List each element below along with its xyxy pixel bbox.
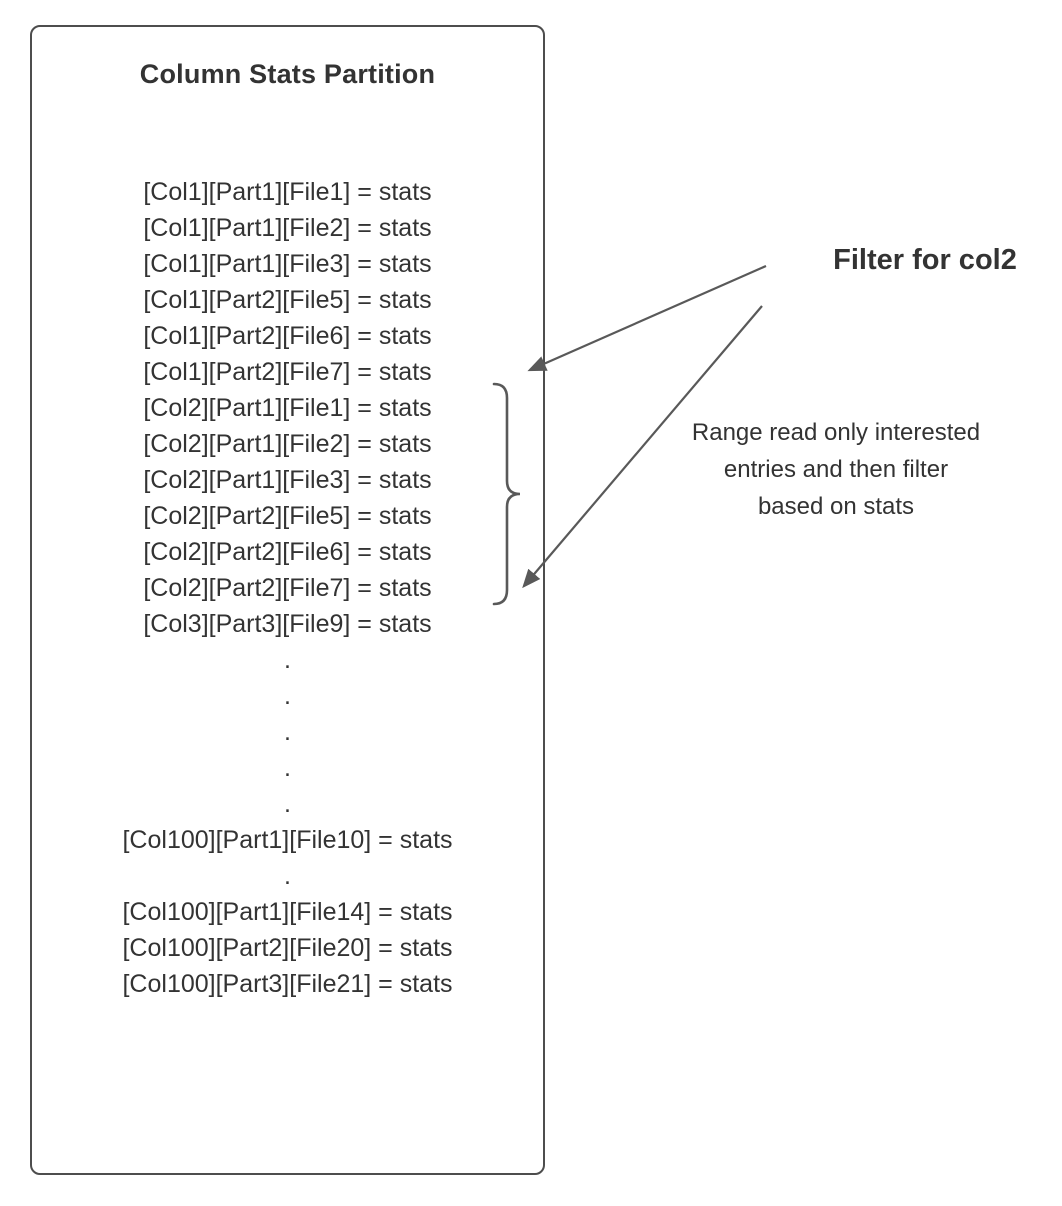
entry-line: [Col1][Part1][File3] = stats — [143, 250, 432, 278]
entry-line: [Col1][Part1][File2] = stats — [143, 214, 432, 242]
ellipsis-line: . — [284, 790, 291, 818]
box-title: Column Stats Partition — [139, 59, 436, 89]
entry-line: [Col2][Part1][File1] = stats — [143, 394, 432, 422]
filter-label: Filter for col2 — [833, 244, 1017, 276]
entry-line: [Col1][Part2][File5] = stats — [143, 286, 432, 314]
ellipsis-line: . — [284, 718, 291, 746]
entry-line: [Col1][Part1][File1] = stats — [143, 178, 432, 206]
entry-line: [Col100][Part3][File21] = stats — [122, 970, 453, 998]
entry-line: [Col1][Part2][File7] = stats — [143, 358, 432, 386]
entry-line: [Col1][Part2][File6] = stats — [143, 322, 432, 350]
entry-list: [Col1][Part1][File1] = stats [Col1][Part1… — [32, 174, 543, 1002]
entry-line: [Col100][Part1][File10] = stats — [122, 826, 453, 854]
entry-line: [Col100][Part1][File14] = stats — [122, 898, 453, 926]
entry-line: [Col2][Part2][File6] = stats — [143, 538, 432, 566]
ellipsis-line: . — [284, 646, 291, 674]
range-note: Range read only interested entries and t… — [691, 419, 981, 520]
ellipsis-line: . — [284, 682, 291, 710]
entry-line: [Col2][Part1][File3] = stats — [143, 466, 432, 494]
column-stats-partition-box: Column Stats Partition [Col1][Part1][Fil… — [30, 25, 545, 1175]
entry-line: [Col2][Part1][File2] = stats — [143, 430, 432, 458]
entry-line: [Col2][Part2][File5] = stats — [143, 502, 432, 530]
entry-line: [Col3][Part3][File9] = stats — [143, 610, 432, 638]
entry-line: [Col100][Part2][File20] = stats — [122, 934, 453, 962]
filter-arrow-top — [527, 264, 767, 372]
ellipsis-line: . — [284, 754, 291, 782]
ellipsis-line: . — [284, 862, 291, 890]
entry-line: [Col2][Part2][File7] = stats — [143, 574, 432, 602]
